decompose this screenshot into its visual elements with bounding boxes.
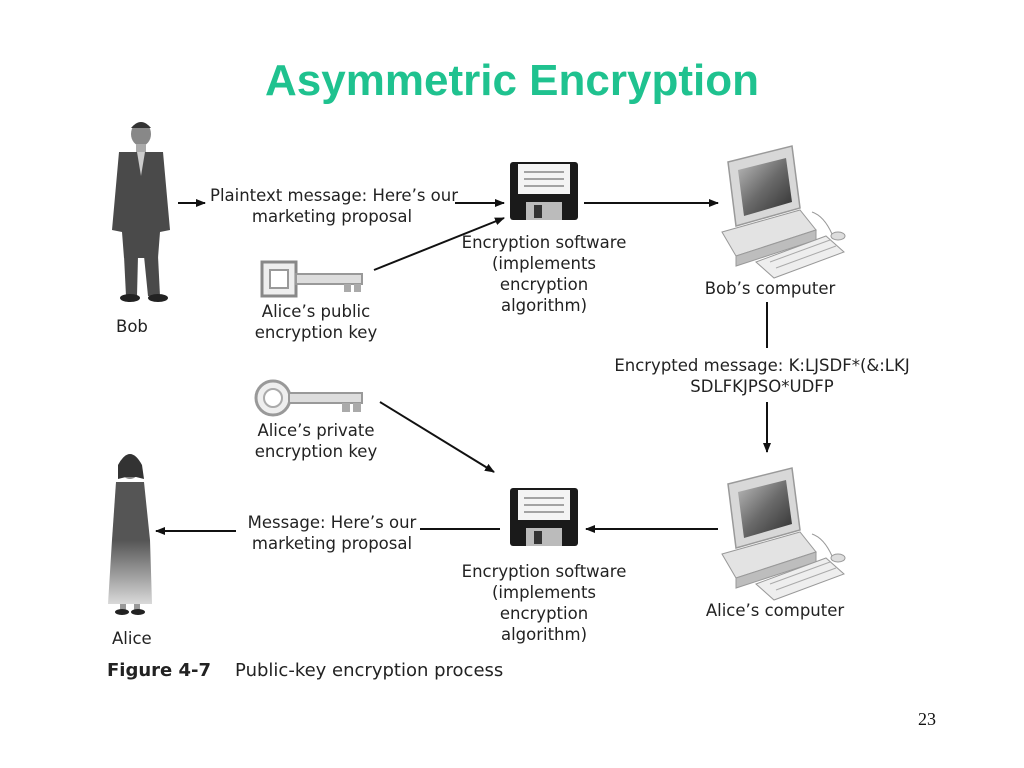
label-encryption-software-bottom: Encryption software (implements encrypti…	[461, 562, 627, 644]
bob-figure	[112, 122, 170, 302]
arrow-publickey-to-software	[373, 217, 505, 271]
label-bobs-computer: Bob’s computer	[704, 279, 836, 298]
label-alices-computer: Alice’s computer	[705, 601, 845, 620]
label-alice: Alice	[112, 629, 152, 648]
label-encrypted-message: Encrypted message: K:LJSDF*(&:LKJ SDLFKJ…	[614, 356, 910, 396]
label-alice-private-key: Alice’s private encryption key	[254, 421, 378, 461]
slide-title: Asymmetric Encryption	[265, 56, 759, 105]
figure-caption: Figure 4-7 Public-key encryption process	[107, 660, 503, 681]
figure-caption-text: Public-key encryption process	[235, 660, 504, 681]
public-key-icon	[260, 260, 363, 298]
arrow-privatekey-to-software	[379, 401, 495, 473]
label-received-message: Message: Here’s our marketing proposal	[247, 513, 417, 553]
floppy-disk-icon-bottom	[510, 488, 578, 546]
floppy-disk-icon-top	[510, 162, 578, 220]
private-key-icon	[254, 379, 363, 417]
label-plaintext-message: Plaintext message: Here’s our marketing …	[210, 186, 459, 226]
bobs-computer-icon	[721, 145, 846, 279]
page-number: 23	[918, 709, 936, 729]
figure-number: Figure 4-7	[107, 660, 212, 681]
alices-computer-icon	[721, 467, 846, 601]
label-encryption-software-top: Encryption software (implements encrypti…	[461, 233, 627, 315]
label-alice-public-key: Alice’s public encryption key	[254, 302, 378, 342]
flow-arrows	[155, 199, 771, 535]
alice-figure	[108, 454, 152, 615]
label-bob: Bob	[116, 317, 148, 336]
